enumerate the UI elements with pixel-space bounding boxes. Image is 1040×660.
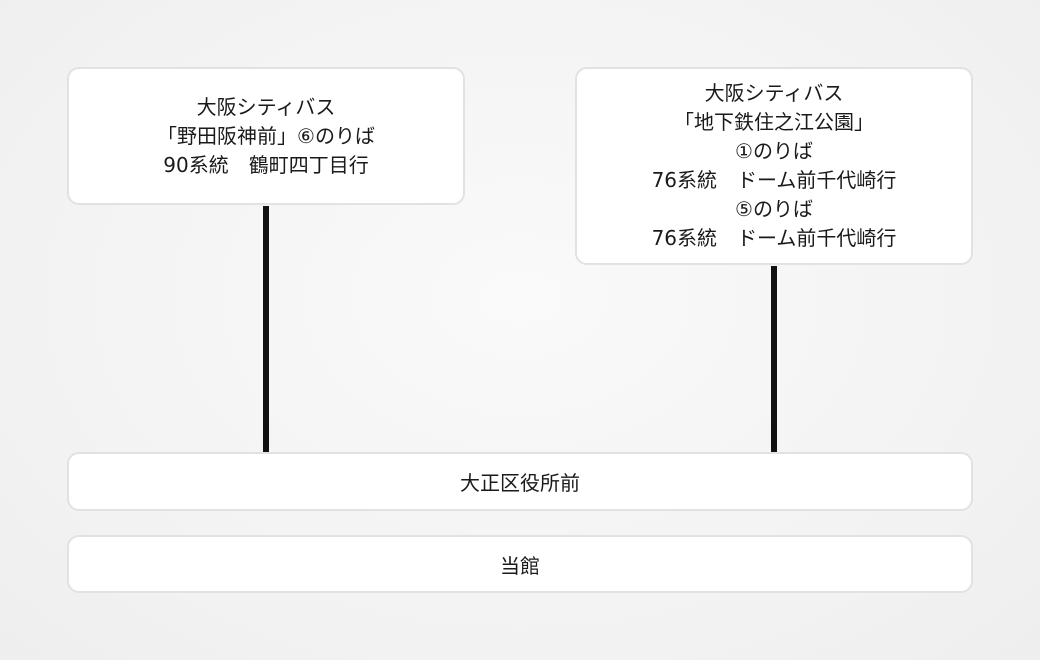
route-b-station: 「地下鉄住之江公園」 (674, 110, 874, 134)
connector-line-a (263, 206, 269, 452)
route-b-bus-line-1: 76系統 ドーム前千代崎行 (651, 168, 897, 192)
destination-box: 当館 (67, 535, 973, 593)
route-b-platform-5: ⑤のりば (735, 197, 813, 221)
route-box-noda-hanshin: 大阪シティバス 「野田阪神前」⑥のりば 90系統 鶴町四丁目行 (67, 67, 465, 205)
route-a-boarding-stop: 「野田阪神前」⑥のりば (157, 123, 375, 148)
route-a-operator: 大阪シティバス (196, 94, 336, 119)
route-b-bus-line-2: 76系統 ドーム前千代崎行 (651, 226, 897, 250)
route-b-operator: 大阪シティバス (704, 81, 844, 105)
bus-stop-label: 大正区役所前 (460, 471, 580, 495)
route-b-platform-1: ①のりば (735, 139, 813, 163)
destination-label: 当館 (500, 553, 540, 578)
bus-stop-box: 大正区役所前 (67, 452, 973, 511)
route-box-suminoe-koen: 大阪シティバス 「地下鉄住之江公園」 ①のりば 76系統 ドーム前千代崎行 ⑤の… (575, 67, 973, 265)
route-a-bus-line: 90系統 鶴町四丁目行 (163, 152, 369, 177)
connector-line-b (771, 266, 777, 452)
